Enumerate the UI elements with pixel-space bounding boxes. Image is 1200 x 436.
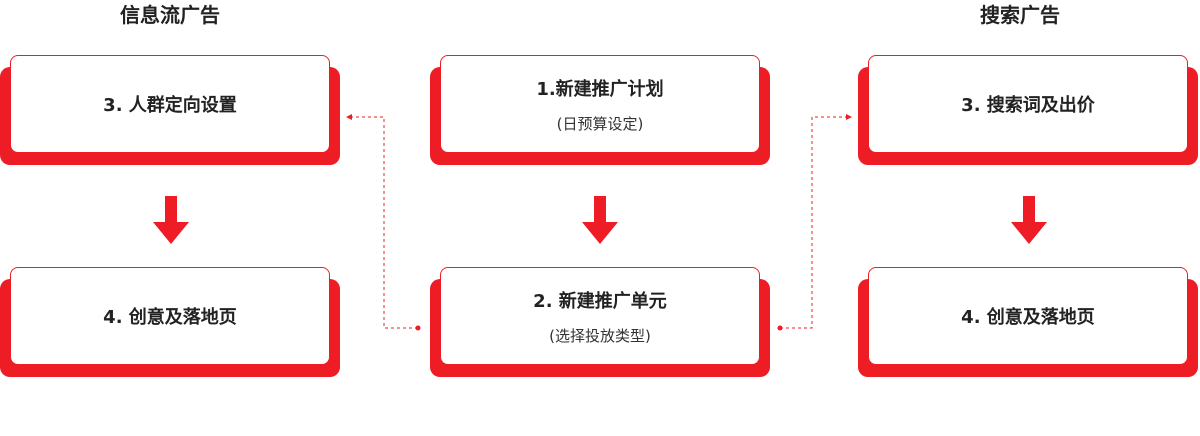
connector-to-search [780,116,846,329]
down-arrow-icon [582,196,618,244]
connector-arrowhead-right [846,114,852,120]
step2-subtitle: (选择投放类型) [549,326,651,345]
search-ads-heading: 搜索广告 [980,3,1060,27]
step2-card: 2. 新建推广单元 (选择投放类型) [430,267,770,377]
connector-dot-left [415,325,421,331]
connector-to-feed [350,116,418,329]
feed-step4-title: 4. 创意及落地页 [103,307,237,328]
step1-subtitle: (日预算设定) [556,114,644,133]
step1-title: 1.新建推广计划 [536,78,664,100]
search-step4-card: 4. 创意及落地页 [858,267,1198,377]
feed-step4-card: 4. 创意及落地页 [0,267,340,377]
connector-dot-right [777,325,783,331]
search-step3-card: 3. 搜索词及出价 [858,55,1198,165]
down-arrow-icon [1011,196,1047,244]
search-step3-title: 3. 搜索词及出价 [961,95,1095,116]
search-step4-title: 4. 创意及落地页 [961,307,1095,328]
feed-ads-heading: 信息流广告 [120,3,220,27]
feed-step3-title: 3. 人群定向设置 [103,95,237,116]
step2-title: 2. 新建推广单元 [533,290,667,312]
connector-arrowhead-left [346,114,352,120]
feed-step3-card: 3. 人群定向设置 [0,55,340,165]
down-arrow-icon [153,196,189,244]
step1-card: 1.新建推广计划 (日预算设定) [430,55,770,165]
